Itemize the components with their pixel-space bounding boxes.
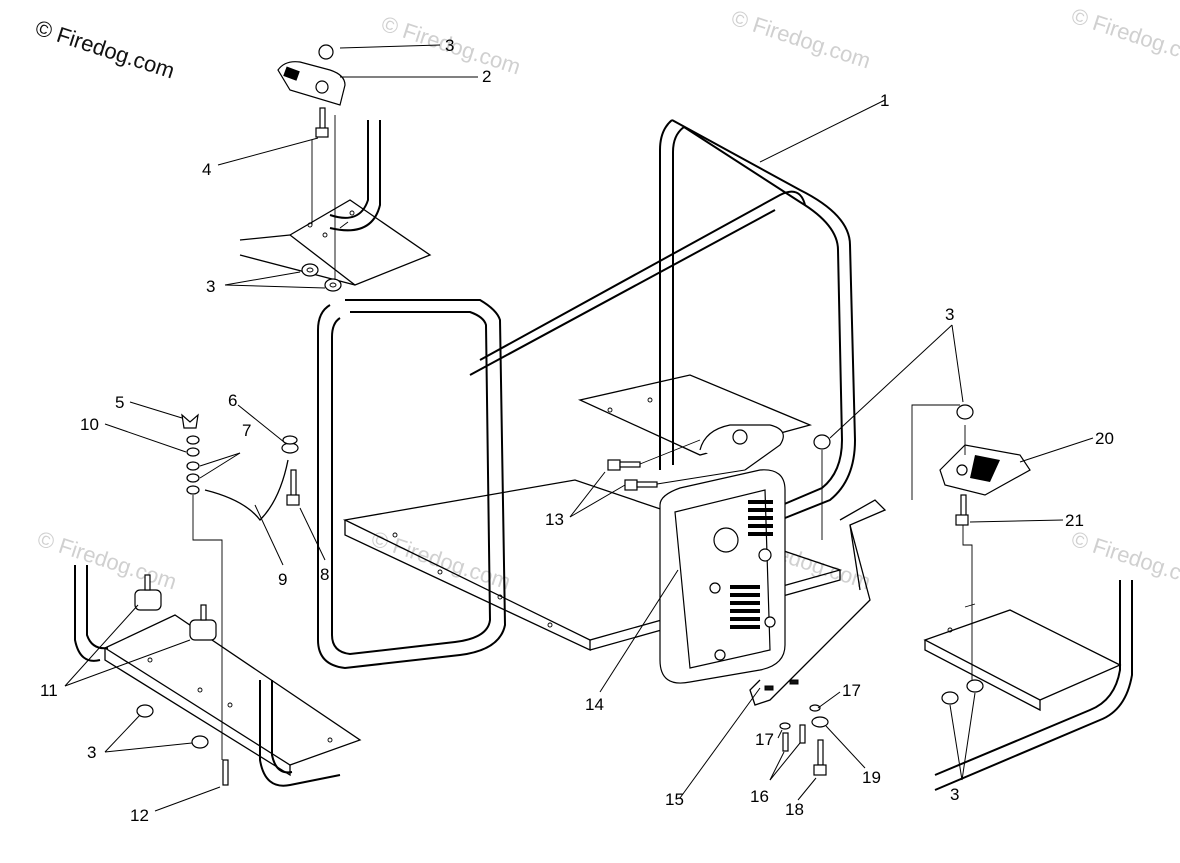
callout-3: 3	[945, 305, 954, 324]
callout-12: 12	[130, 806, 149, 825]
callout-3: 3	[445, 36, 454, 55]
callout-7: 7	[242, 421, 251, 440]
callout-15: 15	[665, 790, 684, 809]
callout-2: 2	[482, 67, 491, 86]
callout-11: 11	[40, 681, 58, 700]
callout-10: 10	[80, 415, 99, 434]
callout-13: 13	[545, 510, 564, 529]
watermark-faint: © Firedog.com	[368, 526, 513, 594]
callout-1: 1	[880, 91, 889, 110]
left-detail	[74, 413, 362, 787]
bolts-13	[607, 439, 746, 491]
callout-16: 16	[750, 787, 769, 806]
watermark-main: © Firedog.com	[32, 15, 177, 83]
watermark-faint: © Firedog.com	[1068, 526, 1180, 594]
callout-17: 17	[755, 730, 774, 749]
callout-19: 19	[862, 768, 881, 787]
callout-14: 14	[585, 695, 604, 714]
callout-3: 3	[206, 277, 215, 296]
callout-3: 3	[950, 785, 959, 804]
right-detail	[813, 404, 1133, 791]
callout-18: 18	[785, 800, 804, 819]
leader-lines	[64, 44, 1094, 812]
top-left-detail	[239, 44, 432, 292]
muffler-hardware	[779, 704, 829, 776]
callout-21: 21	[1065, 511, 1084, 530]
callout-8: 8	[320, 565, 329, 584]
callout-9: 9	[278, 570, 287, 589]
callout-17: 17	[842, 681, 861, 700]
muffler-bracket	[749, 499, 887, 706]
watermark-faint: © Firedog.com	[728, 5, 873, 73]
muffler	[659, 424, 786, 684]
callout-6: 6	[228, 391, 237, 410]
callout-20: 20	[1095, 429, 1114, 448]
watermarks: © Firedog.com © Firedog.com © Firedog.co…	[32, 3, 1180, 594]
main-frame	[317, 119, 857, 670]
callout-5: 5	[115, 393, 124, 412]
callout-3: 3	[87, 743, 96, 762]
watermark-faint: © Firedog.com	[34, 526, 179, 594]
callout-labels: 1 2 3 4 3 5 6 10 7 9 8 11 3 12 13 14 15 …	[40, 36, 1114, 825]
watermark-faint: © Firedog.com	[1068, 3, 1180, 71]
callout-4: 4	[202, 160, 211, 179]
